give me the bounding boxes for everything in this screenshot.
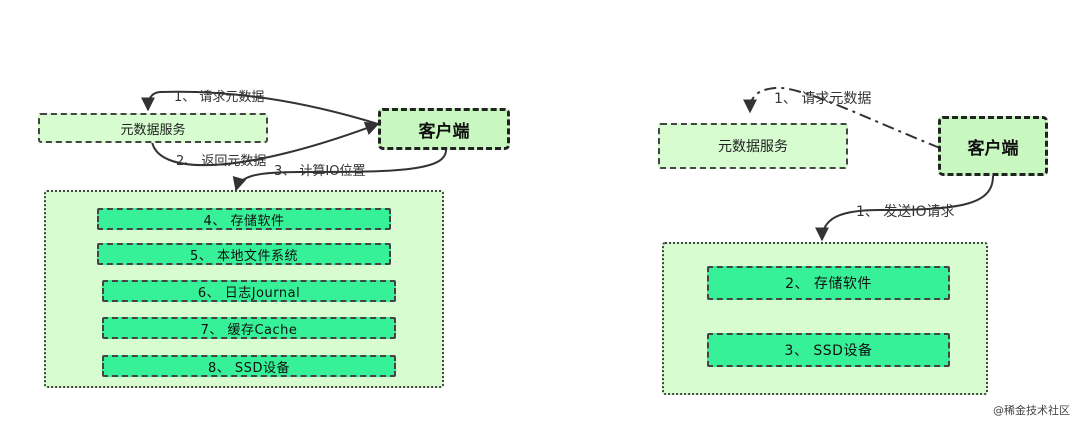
right-layer-ssd: 3、 SSD设备 [707,333,950,367]
left-edge-compute-io [232,149,447,192]
right-storage-container [662,242,988,395]
left-meta-service-node: 元数据服务 [38,113,268,143]
left-client-node: 客户端 [378,108,510,150]
left-layer-cache: 7、 缓存Cache [102,317,396,339]
right-edge-request-meta [743,86,941,149]
left-meta-service-label: 元数据服务 [120,122,186,138]
watermark: @稀金技术社区 [993,404,1070,417]
left-layer-ssd: 8、 SSD设备 [102,355,396,377]
right-layer-storage-software: 2、 存储软件 [707,266,950,300]
left-layer-journal: 6、 日志Journal [102,280,396,302]
right-layer-ssd-label: 3、 SSD设备 [784,343,873,359]
right-meta-service-label: 元数据服务 [718,139,788,155]
left-layer-storage-software: 4、 存储软件 [97,208,391,230]
left-layer-journal-label: 6、 日志Journal [197,285,301,301]
right-meta-service-node: 元数据服务 [658,123,848,169]
right-edge-send-io [815,175,994,242]
left-edge-request-meta [141,90,379,125]
left-edge-return-meta-label: 2、 返回元数据 [176,154,267,169]
right-layer-storage-software-label: 2、 存储软件 [785,276,872,292]
left-layer-cache-label: 7、 缓存Cache [200,322,298,338]
left-edge-request-meta-label: 1、 请求元数据 [174,90,265,105]
left-edge-return-meta [151,121,380,167]
right-edge-request-meta-label: 1、 请求元数据 [774,91,872,107]
left-layer-local-fs-label: 5、 本地文件系统 [190,248,298,264]
right-client-node: 客户端 [938,116,1048,176]
right-client-label: 客户端 [967,138,1019,159]
right-edge-send-io-label: 1、 发送IO请求 [856,204,955,220]
left-layer-ssd-label: 8、 SSD设备 [208,360,290,376]
left-layer-storage-software-label: 4、 存储软件 [203,213,285,229]
left-layer-local-fs: 5、 本地文件系统 [97,243,391,265]
left-client-label: 客户端 [418,121,470,142]
left-edge-compute-io-label: 3、 计算IO位置 [274,164,366,179]
